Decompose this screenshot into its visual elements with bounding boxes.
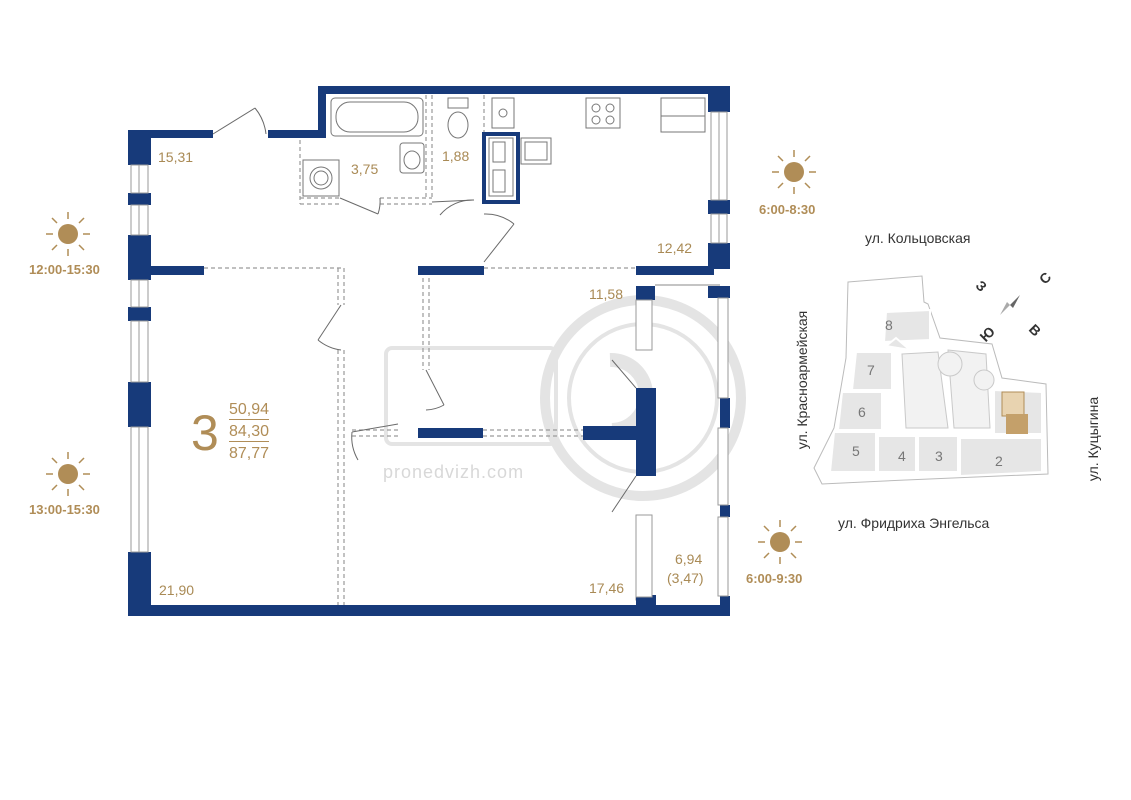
street-bottom: ул. Фридриха Энгельса (838, 515, 990, 531)
sun-icon (46, 212, 90, 256)
street-left: ул. Красноармейская (794, 310, 810, 450)
sun-time-right-top: 6:00-8:30 (759, 202, 816, 217)
room-area-balcony: 6,94 (675, 551, 703, 567)
building-number: 3 (935, 448, 943, 464)
building-number: 8 (885, 317, 893, 333)
windows (130, 111, 729, 598)
sun-time-right-bottom: 6:00-9:30 (746, 571, 803, 586)
room-area-balcony-reduced: (3,47) (667, 570, 704, 586)
watermark-site: pronedvizh.com (383, 462, 525, 482)
sun-icon (758, 520, 802, 564)
sun-icon (772, 150, 816, 194)
building-number: 4 (898, 448, 906, 464)
dashed-partitions (204, 95, 636, 605)
fixtures (302, 97, 706, 197)
building-number: 6 (858, 404, 866, 420)
walls (128, 86, 730, 616)
current-building-highlight (1001, 391, 1028, 434)
area-total: 84,30 (229, 423, 270, 442)
door-swings (212, 107, 637, 513)
room-area-toilet: 1,88 (442, 148, 470, 164)
compass-icon (1000, 295, 1020, 315)
building-number: 5 (852, 443, 860, 459)
sun-time-left-top: 12:00-15:30 (29, 262, 100, 277)
sun-icon (46, 452, 90, 496)
room-count: 3 (191, 405, 219, 461)
area-living: 50,94 (229, 401, 270, 420)
building-number: 2 (995, 453, 1003, 469)
area-total-with-balcony: 87,77 (229, 445, 270, 462)
room-area-corridor: 11,58 (589, 286, 623, 302)
sun-time-left-bottom: 13:00-15:30 (29, 502, 100, 517)
street-top: ул. Кольцовская (865, 230, 971, 246)
room-area-bathroom: 3,75 (351, 161, 379, 177)
site-plan-map (813, 275, 1049, 485)
room-area-hall: 15,31 (158, 149, 194, 165)
building-number: 7 (867, 362, 875, 378)
room-area-bedroom-left: 21,90 (159, 582, 195, 598)
room-area-bedroom-center: 17,46 (589, 580, 625, 596)
street-right: ул. Куцыгина (1085, 396, 1101, 482)
room-area-kitchen: 12,42 (657, 240, 693, 256)
